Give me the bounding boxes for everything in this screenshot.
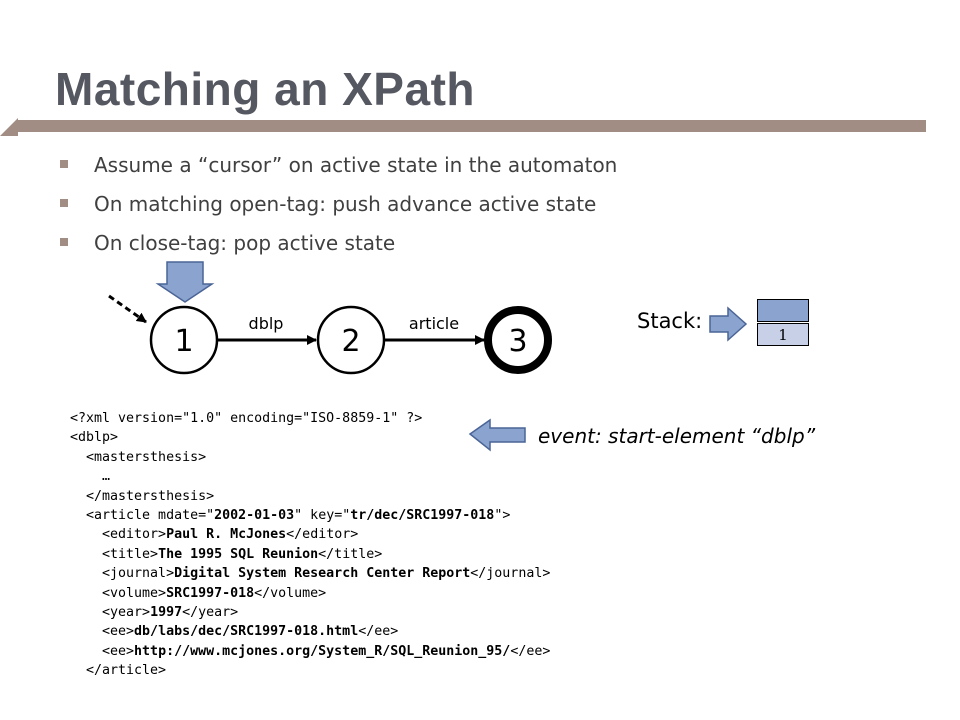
xml-markup: <mastersthesis> — [70, 449, 207, 465]
xml-markup: <ee> — [70, 643, 135, 659]
event-pointer-arrow-icon — [468, 418, 526, 452]
xml-markup: </volume> — [254, 585, 327, 601]
state-2-label: 2 — [341, 324, 360, 359]
state-3-label: 3 — [508, 324, 527, 359]
bullet-list: Assume a “cursor” on active state in the… — [60, 148, 617, 265]
xml-line: <?xml version="1.0" encoding="ISO-8859-1… — [70, 409, 550, 428]
stack-top-cell — [757, 299, 809, 322]
square-bullet-icon — [60, 238, 68, 246]
bullet-text: On matching open-tag: push advance activ… — [94, 192, 597, 216]
state-2-circle — [316, 305, 386, 375]
bullet-item: On matching open-tag: push advance activ… — [60, 187, 617, 226]
state-1-label: 1 — [174, 324, 193, 359]
bullet-text: Assume a “cursor” on active state in the… — [94, 153, 618, 177]
xml-line: </mastersthesis> — [70, 487, 550, 506]
xml-line: <editor>Paul R. McJones</editor> — [70, 525, 550, 544]
xml-value: Digital System Research Center Report — [174, 566, 471, 582]
xml-markup: </mastersthesis> — [70, 488, 215, 504]
bullet-text: On close-tag: pop active state — [94, 231, 396, 255]
xml-value: 2002-01-03 — [214, 507, 295, 523]
xml-markup: <ee> — [70, 624, 135, 640]
title-rule-notch — [0, 118, 18, 136]
xml-line: <title>The 1995 SQL Reunion</title> — [70, 545, 550, 564]
xml-value: Paul R. McJones — [166, 527, 287, 543]
state-3-circle — [484, 306, 552, 374]
slide-title: Matching an XPath — [55, 63, 475, 115]
xml-line: <ee>db/labs/dec/SRC1997-018.html</ee> — [70, 622, 550, 641]
xml-markup: </ee> — [358, 624, 399, 640]
xml-markup: <title> — [70, 546, 159, 562]
xml-value: 1997 — [150, 604, 183, 620]
xml-markup: </article> — [70, 663, 167, 679]
xml-markup: <journal> — [70, 566, 175, 582]
xml-markup: </title> — [318, 546, 383, 562]
title-rule — [18, 120, 926, 132]
xml-markup: " key=" — [294, 507, 351, 523]
xml-markup: … — [70, 469, 111, 485]
edge-label-dblp: dblp — [249, 314, 284, 333]
state-1-circle — [149, 305, 219, 375]
stack-label: Stack: — [637, 309, 703, 333]
event-label: event: start-element “dblp” — [538, 424, 816, 448]
xml-line: <dblp> — [70, 428, 550, 447]
square-bullet-icon — [60, 199, 68, 207]
xml-markup: <?xml version="1.0" encoding="ISO-8859-1… — [70, 411, 423, 426]
xml-markup: <article mdate=" — [70, 507, 215, 523]
xml-value: tr/dec/SRC1997-018 — [350, 507, 495, 523]
xml-line: … — [70, 467, 550, 486]
xml-markup: <volume> — [70, 585, 167, 601]
xml-markup: <dblp> — [70, 430, 119, 446]
xml-value: SRC1997-018 — [166, 585, 255, 601]
xml-markup: "> — [494, 507, 511, 523]
xml-markup: </journal> — [470, 566, 551, 582]
start-arrow — [108, 294, 147, 324]
xml-value: http://www.mcjones.org/System_R/SQL_Reun… — [134, 643, 511, 659]
xml-line: <journal>Digital System Research Center … — [70, 564, 550, 583]
stack-pointer-arrow-icon — [709, 306, 748, 342]
xml-line: <mastersthesis> — [70, 448, 550, 467]
xml-line: <article mdate="2002-01-03" key="tr/dec/… — [70, 506, 550, 525]
xml-line: <ee>http://www.mcjones.org/System_R/SQL_… — [70, 642, 550, 661]
bullet-item: On close-tag: pop active state — [60, 226, 617, 265]
cursor-arrow-icon — [155, 261, 215, 303]
xml-markup: </ee> — [510, 643, 551, 659]
xml-value: db/labs/dec/SRC1997-018.html — [134, 624, 359, 640]
xml-markup: <editor> — [70, 527, 167, 543]
xml-listing: <?xml version="1.0" encoding="ISO-8859-1… — [70, 409, 550, 680]
xml-line: <year>1997</year> — [70, 603, 550, 622]
xml-value: The 1995 SQL Reunion — [158, 546, 319, 562]
square-bullet-icon — [60, 160, 68, 168]
xml-line: <volume>SRC1997-018</volume> — [70, 584, 550, 603]
bullet-item: Assume a “cursor” on active state in the… — [60, 148, 617, 187]
stack-bottom-cell: 1 — [757, 323, 809, 346]
xml-markup: <year> — [70, 604, 151, 620]
xml-markup: </year> — [182, 604, 239, 620]
xml-markup: </editor> — [286, 527, 359, 543]
edge-label-article: article — [409, 314, 459, 333]
xml-line: </article> — [70, 661, 550, 680]
